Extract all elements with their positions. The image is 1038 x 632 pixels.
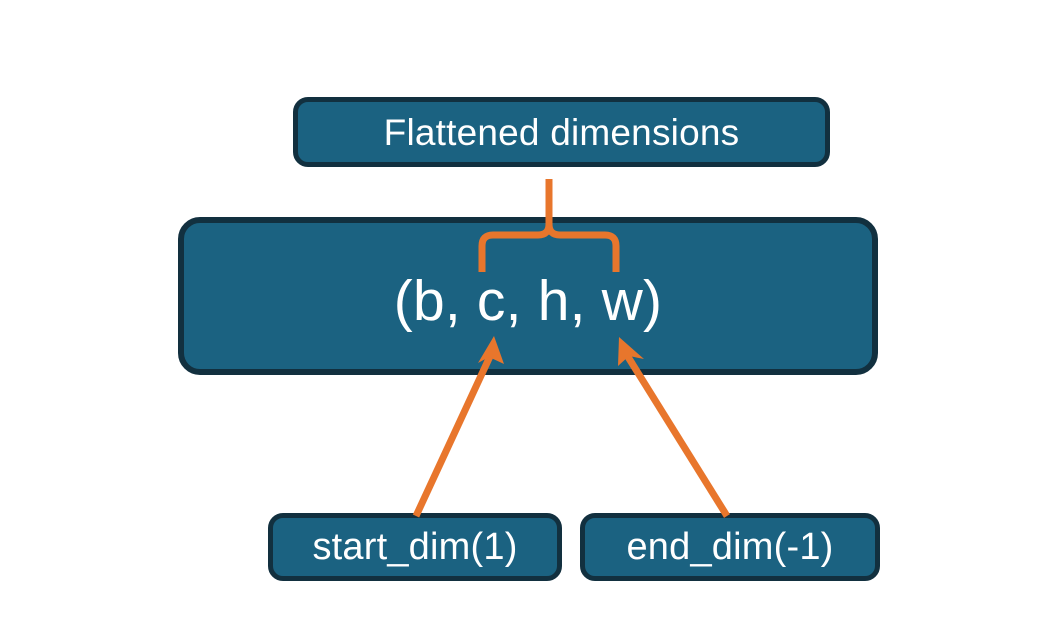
node-flattened-dimensions-label: Flattened dimensions (383, 111, 740, 153)
node-end-dim-label: end_dim(-1) (626, 526, 834, 568)
node-tensor-shape-label: (b, c, h, w) (393, 269, 663, 333)
node-start-dim-label: start_dim(1) (312, 526, 518, 568)
node-start-dim: start_dim(1) (268, 513, 562, 581)
node-tensor-shape: (b, c, h, w) (178, 217, 878, 375)
node-end-dim: end_dim(-1) (580, 513, 880, 581)
node-flattened-dimensions: Flattened dimensions (293, 97, 830, 167)
